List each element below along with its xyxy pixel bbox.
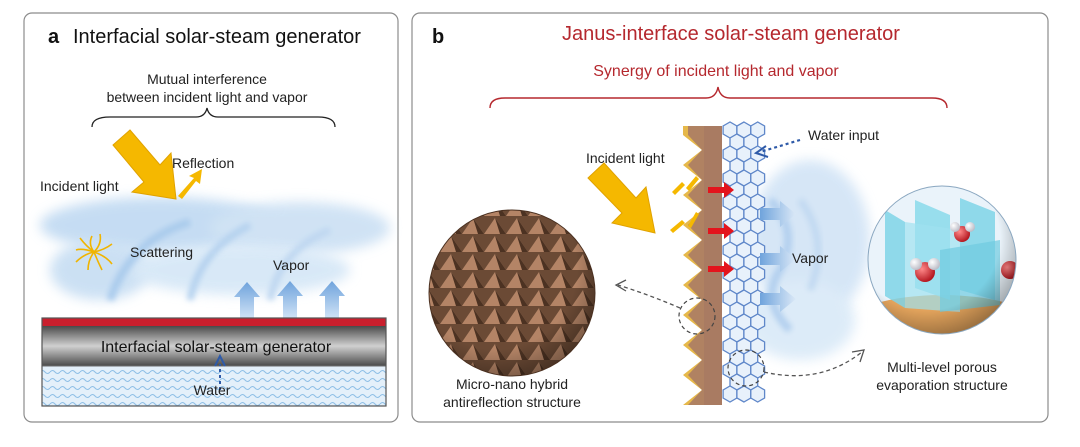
panel-b-incident-label: Incident light <box>586 150 665 166</box>
panel-a-absorber-layer <box>42 318 386 326</box>
panel-b-antireflection-zoom <box>428 209 596 377</box>
porous-cell <box>750 385 766 403</box>
panel-a-incident-arrow <box>112 129 177 200</box>
panel-b-left-magnifier <box>678 297 716 335</box>
panel-b-left-connector <box>617 284 681 309</box>
panel-a-note-line1: Mutual interference <box>147 71 267 87</box>
panel-a-title: Interfacial solar-steam generator <box>73 26 361 48</box>
panel-b-synergy: Synergy of incident light and vapor <box>593 63 839 80</box>
panel-b-vapor-arrows <box>760 201 796 312</box>
panel-a-note-line2: between incident light and vapor <box>107 89 308 105</box>
porous-cell <box>736 385 752 403</box>
panel-a-vapor-arrows <box>234 281 345 318</box>
panel-b-right-magnifier <box>727 349 765 387</box>
panel-b-left-caption-line2: antireflection structure <box>443 394 581 410</box>
panel-b-left-caption-line1: Micro-nano hybrid <box>456 376 568 392</box>
panel-a-letter: a <box>48 26 60 48</box>
panel-b-right-caption-line2: evaporation structure <box>876 377 1008 393</box>
panel-b-right-connector <box>763 351 863 377</box>
panel-a-generator-label: Interfacial solar-steam generator <box>101 339 332 356</box>
panel-b-brace <box>489 86 948 109</box>
porous-cell <box>722 385 738 403</box>
panel-a-generator-block <box>42 326 386 366</box>
panel-a-brace <box>91 107 336 128</box>
panel-b-vapor-label: Vapor <box>792 250 829 266</box>
panel-a-vapor-label: Vapor <box>273 257 310 273</box>
panel-a-scattering-label: Scattering <box>130 244 193 260</box>
panel-b-right-caption-line1: Multi-level porous <box>887 359 997 375</box>
panel-a-reflection-label: Reflection <box>172 155 234 171</box>
panel-a-scattering-burst <box>75 233 113 271</box>
panel-b-water-input-label: Water input <box>808 127 879 143</box>
panel-b-letter: b <box>432 26 444 48</box>
panel-b-water-input-arrow <box>759 138 801 154</box>
panel-b-incident-arrow <box>587 162 656 234</box>
panel-b-title: Janus-interface solar-steam generator <box>562 23 900 45</box>
panel-a-water-label: Water <box>194 382 231 398</box>
panel-b-trapped-light <box>670 176 699 233</box>
panel-a-water-layer <box>41 365 387 407</box>
panel-a-reflection-arrow <box>178 169 202 199</box>
panel-b-absorber-layer <box>683 126 722 405</box>
panel-a-incident-label: Incident light <box>40 178 119 194</box>
panel-b-heat-arrows <box>708 182 734 277</box>
panel-b-porous-zoom <box>867 185 1017 335</box>
